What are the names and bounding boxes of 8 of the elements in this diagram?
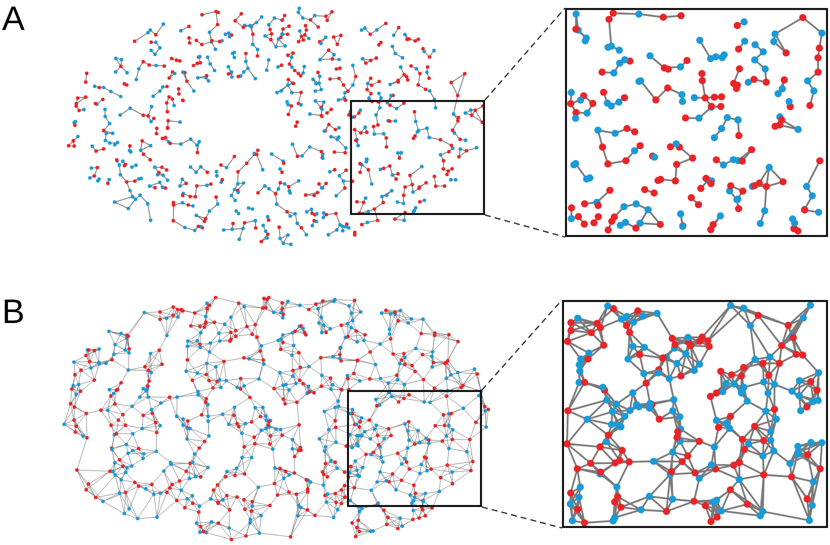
zoom-frame — [350, 100, 485, 215]
dashed-line — [482, 506, 562, 529]
panel-label: B — [2, 295, 25, 329]
dashed-line — [484, 214, 566, 238]
zoom-frame — [347, 390, 482, 507]
panel-label: A — [2, 2, 25, 36]
dashed-line — [484, 8, 566, 100]
dashed-line — [482, 300, 562, 390]
